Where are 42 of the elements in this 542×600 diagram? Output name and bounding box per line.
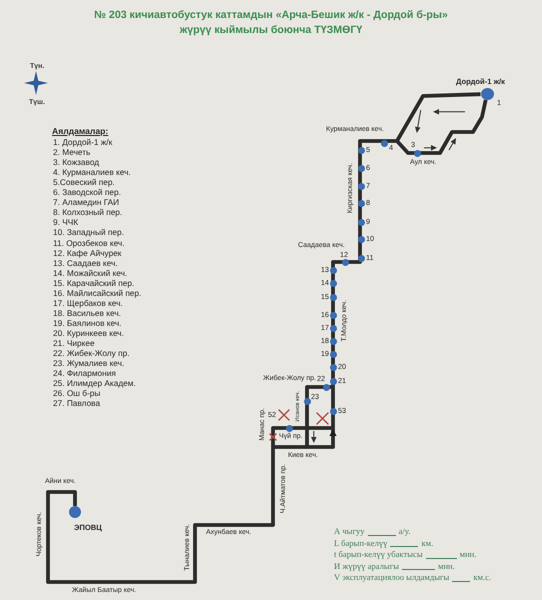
stop-list-item: 9. ЧЧК — [53, 218, 78, 227]
stop-list-item: 11. Орозбеков кеч. — [53, 238, 125, 247]
stop-list-item: 24. Филармония — [53, 369, 116, 378]
stop-list-item: 13. Саадаев кеч. — [53, 258, 118, 267]
stop-list-item: 7. Аламедин ГАИ — [53, 198, 120, 207]
stop-list-item: 8. Колхозный пер. — [53, 208, 122, 217]
stop-list-item: 26. Ош б-ры — [53, 389, 100, 398]
stop-list-item: 18. Васильев кеч. — [53, 308, 121, 318]
stop-list-item: 19. Баялинов кеч. — [53, 318, 122, 328]
form-label: И жүрүү аралыгы — [334, 562, 399, 570]
stop-list-item: 2. Мечеть — [53, 148, 90, 156]
stop-list-item: 22. Жибек-Жолу пр. — [53, 349, 130, 358]
title: № 203 кичиавтобустук каттамдын «Арча-Бешик ж/к - Дордой б-ры» жүрүү кыймылы боюнча ТҮЗМӨГҮ — [93, 8, 449, 38]
stop-list-item: 20. Куринкеев кеч. — [53, 328, 124, 338]
stop-list-item: 15. Карачайский пер. — [53, 278, 134, 287]
stop-list-item: 1. Дордой-1 ж/к — [53, 138, 112, 146]
stop-list-item: 6. Заводской пер. — [53, 188, 121, 197]
stop-list-item: 25. Илимдер Академ. — [53, 379, 136, 388]
form-label: L барып-келүү — [334, 538, 388, 548]
unit-label: мин. — [460, 550, 476, 559]
terminal-stop-marker — [69, 506, 81, 518]
stop-list-item: 16. Майлисайский пер. — [53, 288, 142, 298]
stop-list-item: 3. Кожзавод — [53, 158, 100, 166]
form-label: V эксплуатациялоо ылдамдыгы — [334, 573, 450, 582]
unit-label: мин. — [438, 562, 455, 570]
unit-label: а/у. — [398, 527, 410, 536]
stop-list-item: 23. Жумалиев кеч. — [53, 359, 124, 368]
stop-list-item: 4. Курманалиев кеч. — [53, 168, 131, 176]
stop-list-item: 5.Совеский пер. — [53, 178, 115, 186]
stop-list-item: 17. Щербаков кеч. — [53, 298, 123, 308]
unit-label: км.с. — [473, 573, 492, 582]
stop-list-item: 14. Можайский кеч. — [53, 268, 128, 277]
stop-list-item: 12. Кафе Айчурек — [53, 248, 122, 257]
bus-route-line — [46, 92, 488, 584]
stop-list-item: 27. Павлова — [53, 399, 100, 408]
terminal-stop-marker — [480, 88, 494, 100]
form-label: t барып-келүү убактысы — [334, 550, 423, 559]
form-label: А чыгуу — [334, 527, 365, 536]
stop-list-item: 21. Чиркее — [53, 339, 95, 348]
list-heading: Аялдамалар: — [52, 127, 108, 136]
unit-label: км. — [421, 538, 434, 548]
stop-list-item: 10. Западный пер. — [53, 228, 124, 237]
